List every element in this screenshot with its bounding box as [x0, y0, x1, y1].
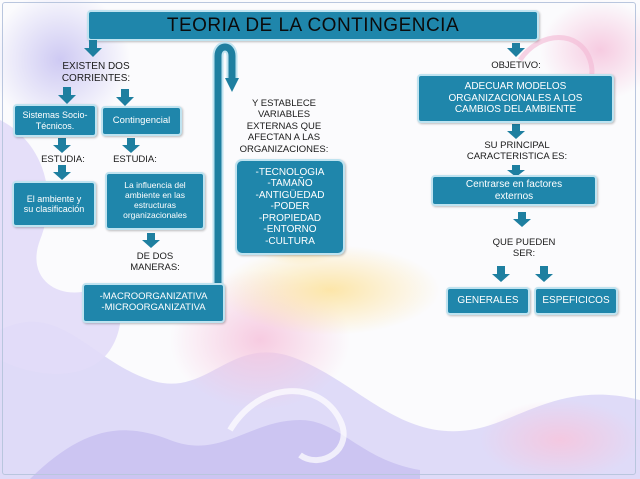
arrow-down	[535, 266, 553, 282]
estudia-label-1: ESTUDIA:	[41, 154, 85, 165]
ambiente-clasificacion-box: El ambiente y su clasificación	[12, 181, 96, 227]
arrow-down	[116, 89, 134, 106]
arrow-down	[492, 266, 510, 282]
macro-micro-box: -MACROORGANIZATIVA -MICROORGANIZATIVA	[82, 283, 225, 323]
sistemas-socio-tecnicos-box: Sistemas Socio- Técnicos.	[13, 104, 97, 137]
objetivo-label: OBJETIVO:	[491, 60, 541, 71]
especificos-box: ESPEFICICOS	[534, 287, 618, 315]
principal-label: SU PRINCIPAL CARACTERISTICA ES:	[466, 140, 568, 163]
arrow-down	[122, 138, 140, 153]
arrow-down	[507, 43, 525, 57]
influencia-ambiente-box: La influencia del ambiente en las estruc…	[105, 172, 205, 230]
centrarse-factores-box: Centrarse en factores externos	[431, 175, 597, 206]
arrow-down	[513, 212, 531, 227]
objetivo-box: ADECUAR MODELOS ORGANIZACIONALES A LOS C…	[417, 74, 614, 123]
arrow-down	[142, 233, 160, 248]
generales-box: GENERALES	[446, 287, 530, 315]
arrow-down	[507, 124, 525, 139]
arrow-down	[53, 165, 71, 180]
de-dos-maneras-label: DE DOS MANERAS:	[130, 251, 180, 274]
que-pueden-ser-label: QUE PUEDEN SER:	[492, 237, 556, 260]
arrow-down	[53, 138, 71, 153]
variables-label: Y ESTABLECE VARIABLES EXTERNAS QUE AFECT…	[239, 98, 329, 155]
title-box: TEORIA DE LA CONTINGENCIA	[87, 10, 539, 41]
arrow-down	[507, 165, 525, 177]
variables-box: -TECNOLOGIA -TAMAÑO -ANTIGÜEDAD -PODER -…	[235, 159, 345, 255]
arrow-down	[58, 87, 76, 104]
contingencial-box: Contingencial	[101, 106, 182, 136]
page-frame	[2, 2, 636, 475]
estudia-label-2: ESTUDIA:	[113, 154, 157, 165]
page-title: TEORIA DE LA CONTINGENCIA	[166, 14, 460, 36]
intro-label: EXISTEN DOS CORRIENTES:	[61, 61, 131, 84]
arrow-down	[84, 40, 102, 57]
